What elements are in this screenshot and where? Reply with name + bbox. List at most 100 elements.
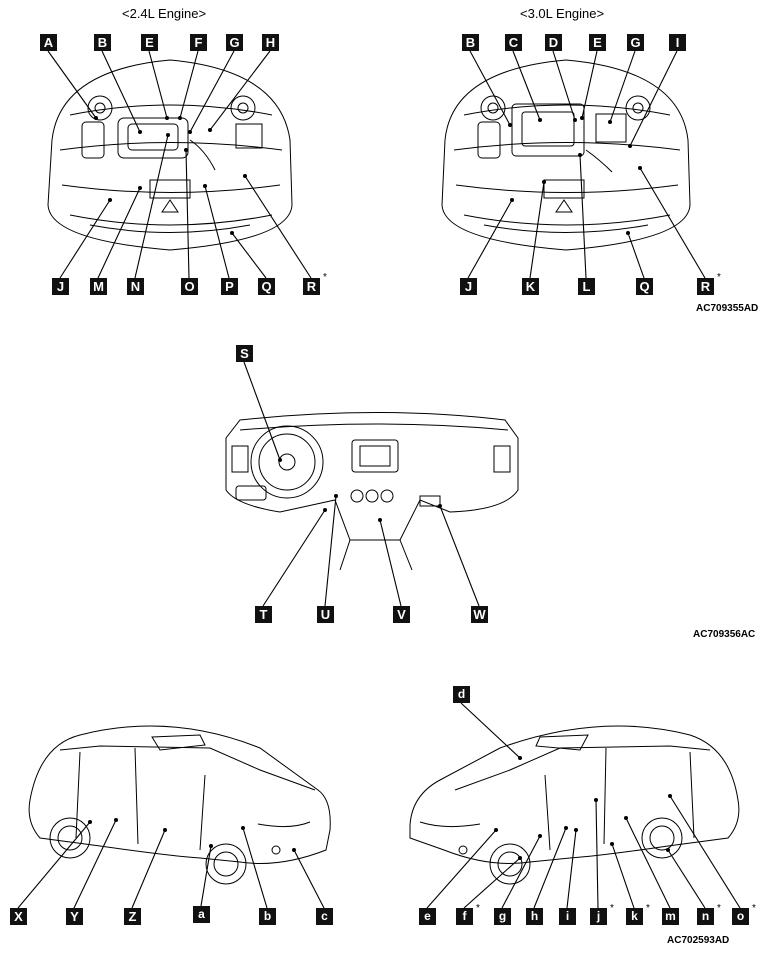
leader-line [73, 819, 117, 909]
engine-24-bay-drawing [47, 59, 293, 251]
connector-point [508, 123, 512, 127]
leader-line [244, 175, 312, 279]
connector-label-q: Q [258, 278, 275, 295]
connector-label-j-lower: j [590, 908, 607, 925]
leader-line [609, 50, 636, 123]
connector-label-z: Z [124, 908, 141, 925]
leader-line [204, 185, 230, 279]
connector-point [494, 828, 498, 832]
leader-line [512, 50, 541, 121]
connector-point [138, 130, 142, 134]
connector-point [138, 186, 142, 190]
connector-label-k: K [522, 278, 539, 295]
connector-point [378, 518, 382, 522]
connector-label-m-lower: m [662, 908, 679, 925]
connector-point [628, 144, 632, 148]
connector-point [163, 828, 167, 832]
connector-label-e-lower: e [419, 908, 436, 925]
leader-line [179, 50, 199, 119]
leader-line [629, 50, 678, 147]
connector-point [666, 848, 670, 852]
connector-label-v: V [393, 606, 410, 623]
leader-line [101, 50, 141, 133]
asterisk-note: * [717, 272, 721, 283]
connector-label-b: B [462, 34, 479, 51]
connector-point [574, 828, 578, 832]
connector-point [323, 508, 327, 512]
leader-line [324, 495, 337, 607]
asterisk-note: * [752, 903, 756, 914]
connector-point [208, 128, 212, 132]
connector-label-n: N [127, 278, 144, 295]
connector-label-u: U [317, 606, 334, 623]
leader-lines [17, 50, 741, 909]
connector-point [580, 116, 584, 120]
connector-point [518, 756, 522, 760]
leader-line [231, 232, 267, 279]
vehicle-right-drawing [409, 725, 740, 885]
leader-line [131, 829, 166, 909]
leader-line [185, 149, 190, 279]
connector-point [241, 826, 245, 830]
leader-line [463, 857, 521, 909]
connector-label-k-lower: k [626, 908, 643, 925]
connector-point [334, 494, 338, 498]
figure-code-engine: AC709355AD [696, 303, 759, 314]
connector-label-i: I [669, 34, 686, 51]
connector-point [638, 166, 642, 170]
figure-code-vehicle: AC702593AD [667, 935, 730, 946]
connector-label-h-lower: h [526, 908, 543, 925]
leader-line [625, 817, 671, 909]
connector-point [114, 818, 118, 822]
connector-point [624, 816, 628, 820]
connector-label-o-lower: o [732, 908, 749, 925]
connector-point [94, 116, 98, 120]
connector-label-a-lower: a [193, 906, 210, 923]
connector-point [610, 842, 614, 846]
connector-label-j: J [52, 278, 69, 295]
leader-line [47, 50, 97, 119]
connector-label-x: X [10, 908, 27, 925]
connector-label-l: L [578, 278, 595, 295]
leader-line [595, 799, 599, 909]
connector-label-f: F [190, 34, 207, 51]
connector-point [608, 120, 612, 124]
leader-line [426, 829, 497, 909]
connector-point [165, 116, 169, 120]
leader-line [134, 134, 169, 279]
engine-30-title: <3.0L Engine> [520, 6, 605, 21]
connector-point [626, 231, 630, 235]
connector-label-q: Q [636, 278, 653, 295]
connector-point [88, 820, 92, 824]
connector-label-h: H [262, 34, 279, 51]
connector-label-o: O [181, 278, 198, 295]
connector-point [209, 844, 213, 848]
connector-point [578, 153, 582, 157]
vehicle-left-drawing [28, 725, 331, 885]
connector-point [178, 116, 182, 120]
leader-line [501, 835, 541, 909]
leader-line [293, 849, 325, 909]
connector-label-g: G [226, 34, 243, 51]
connector-point [668, 794, 672, 798]
leader-line [579, 154, 587, 279]
leader-line [243, 361, 281, 461]
connector-point [203, 184, 207, 188]
connector-label-c: C [505, 34, 522, 51]
connector-label-f-lower: f [456, 908, 473, 925]
leader-line [529, 181, 545, 279]
leader-line [566, 829, 577, 909]
engine-30-bay-drawing [441, 59, 691, 251]
leader-line [533, 827, 567, 909]
connector-point [438, 504, 442, 508]
figure-code-dashboard: AC709356AC [693, 629, 756, 640]
connector-point [188, 130, 192, 134]
connector-label-n-lower: n [697, 908, 714, 925]
leader-line [439, 505, 480, 607]
asterisk-note: * [476, 903, 480, 914]
leader-line [581, 50, 598, 119]
asterisk-note: * [323, 272, 327, 283]
connector-point [184, 148, 188, 152]
connector-point [538, 834, 542, 838]
